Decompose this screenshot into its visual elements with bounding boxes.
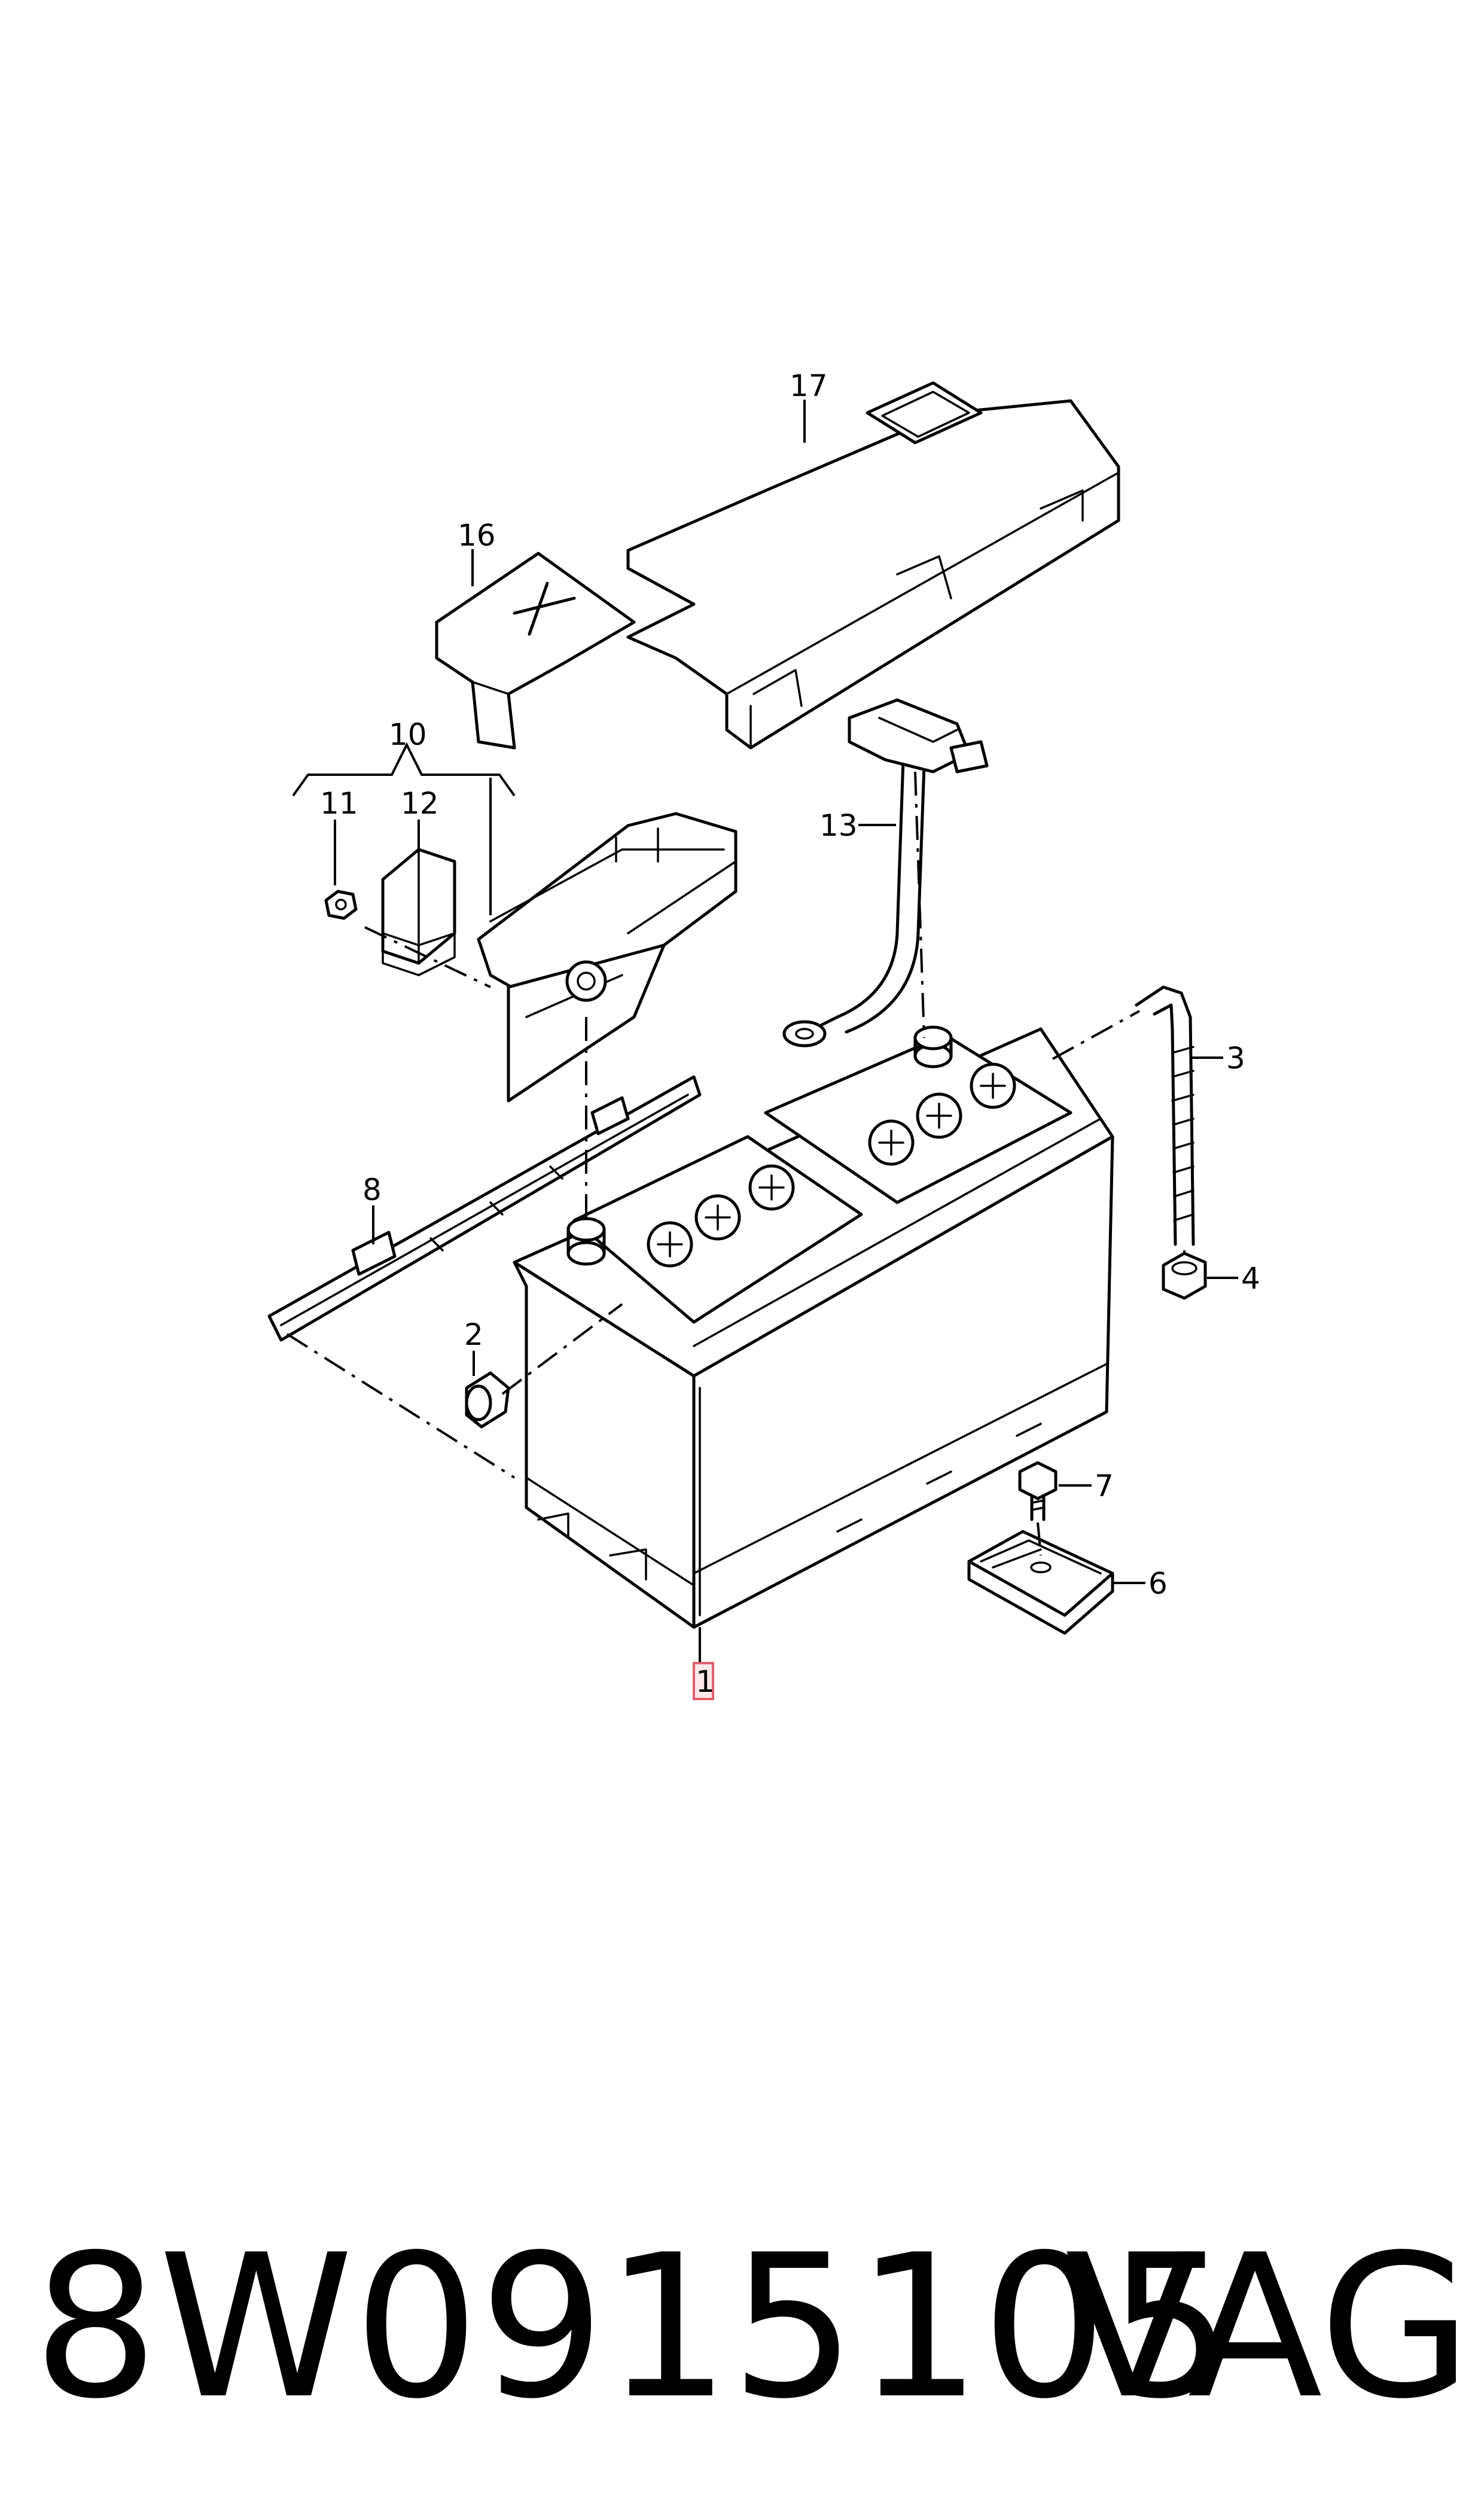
callout-3[interactable]: 3 <box>1226 1041 1245 1076</box>
callout-13[interactable]: 13 <box>819 808 858 843</box>
vent-cap <box>694 1194 741 1241</box>
assembly-line <box>364 926 491 988</box>
bolt-part <box>1018 1461 1058 1521</box>
terminal-nut-part <box>1162 1252 1207 1300</box>
assembly-line <box>1052 1010 1140 1060</box>
nut-part-11 <box>324 890 358 920</box>
callout-8[interactable]: 8 <box>362 1173 382 1207</box>
callout-4[interactable]: 4 <box>1241 1261 1260 1296</box>
vent-cap <box>748 1164 795 1211</box>
callout-2[interactable]: 2 <box>464 1317 483 1352</box>
clamp-bracket-part <box>967 1530 1114 1635</box>
retaining-rail-part <box>267 1075 702 1342</box>
callout-6[interactable]: 6 <box>1148 1566 1168 1601</box>
selected-callout-highlight <box>693 1662 714 1700</box>
fuse-box-part <box>477 812 738 1103</box>
vent-cap <box>970 1062 1016 1109</box>
callout-10[interactable]: 10 <box>389 717 427 752</box>
assembly-line <box>914 771 925 1039</box>
callout-1[interactable]: 1 <box>696 1664 715 1699</box>
brand-label: VAG <box>1065 2212 1472 2442</box>
ground-cable-part <box>782 698 989 1048</box>
assembly-line <box>286 1333 516 1479</box>
callout-11[interactable]: 11 <box>320 786 358 821</box>
callout-16[interactable]: 16 <box>458 518 496 553</box>
footer: 8W0915105 VAG <box>0 2213 1484 2441</box>
positive-cable-part <box>1135 985 1195 1246</box>
callout-12[interactable]: 12 <box>401 786 439 821</box>
assembly-line <box>1037 1522 1042 1556</box>
vent-cap <box>868 1119 915 1166</box>
battery-cover-part <box>626 381 1120 750</box>
battery-part <box>513 1025 1114 1629</box>
part-number: 8W0915105 <box>33 2212 1233 2442</box>
connector-part <box>381 848 456 976</box>
callout-17[interactable]: 17 <box>790 369 828 403</box>
vent-plug-part <box>465 1371 510 1429</box>
callout-7[interactable]: 7 <box>1095 1469 1114 1503</box>
vent-cap <box>916 1092 962 1139</box>
vent-cap <box>647 1221 693 1268</box>
leader-10-bracket <box>292 742 516 797</box>
terminal-cap-part <box>435 552 636 750</box>
